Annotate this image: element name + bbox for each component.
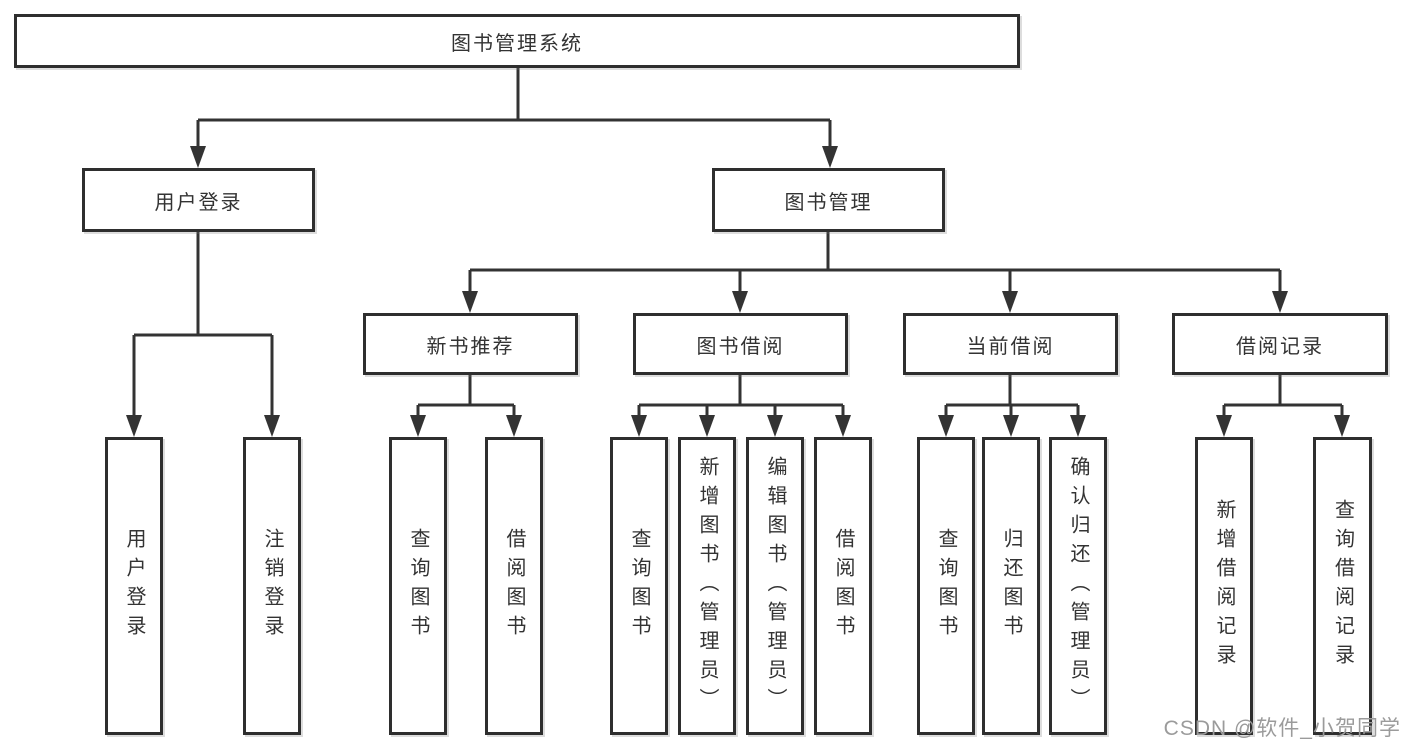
node-book-management-label: 图书管理 bbox=[784, 191, 873, 214]
node-new-book-recommend: 新书推荐 bbox=[363, 313, 578, 375]
node-current-borrowing: 当前借阅 bbox=[903, 313, 1118, 375]
leaf-add-book-admin-label: 新增图书（管理员） bbox=[696, 455, 718, 717]
leaf-return-books-label: 归还图书 bbox=[1000, 528, 1022, 644]
leaf-query-borrow-record: 查询借阅记录 bbox=[1313, 437, 1372, 735]
connector-new-book-group bbox=[416, 375, 516, 421]
leaf-borrow-books-recommend-label: 借阅图书 bbox=[503, 528, 525, 644]
leaf-add-borrow-record: 新增借阅记录 bbox=[1195, 437, 1253, 735]
node-borrowing-records: 借阅记录 bbox=[1172, 313, 1388, 375]
node-library-management-system: 图书管理系统 bbox=[14, 14, 1020, 68]
leaf-query-books-current: 查询图书 bbox=[917, 437, 975, 735]
leaf-confirm-return-admin-label: 确认归还（管理员） bbox=[1067, 455, 1089, 717]
leaf-add-borrow-record-label: 新增借阅记录 bbox=[1213, 499, 1235, 673]
node-library-management-system-label: 图书管理系统 bbox=[451, 32, 583, 55]
leaf-query-borrow-record-label: 查询借阅记录 bbox=[1331, 499, 1354, 673]
leaf-query-books-borrowing: 查询图书 bbox=[610, 437, 668, 735]
connector-book-borrowing-group bbox=[637, 375, 845, 421]
node-new-book-recommend-label: 新书推荐 bbox=[426, 335, 515, 358]
node-user-login: 用户登录 bbox=[82, 168, 315, 232]
leaf-logout-label: 注销登录 bbox=[261, 528, 283, 644]
connector-borrowing-records-group bbox=[1222, 375, 1344, 421]
leaf-confirm-return-admin: 确认归还（管理员） bbox=[1049, 437, 1107, 735]
connector-user-login-group bbox=[132, 232, 274, 421]
leaf-return-books: 归还图书 bbox=[982, 437, 1040, 735]
leaf-query-books-recommend-label: 查询图书 bbox=[407, 528, 429, 644]
connector-current-borrowing-group bbox=[944, 375, 1080, 421]
leaf-borrow-books-borrowing: 借阅图书 bbox=[814, 437, 872, 735]
node-book-borrowing: 图书借阅 bbox=[633, 313, 848, 375]
leaf-query-books-current-label: 查询图书 bbox=[935, 528, 957, 644]
connector-book-management-group bbox=[468, 232, 1282, 297]
leaf-user-login: 用户登录 bbox=[105, 437, 163, 735]
node-borrowing-records-label: 借阅记录 bbox=[1236, 335, 1324, 358]
leaf-user-login-label: 用户登录 bbox=[123, 528, 145, 644]
node-book-borrowing-label: 图书借阅 bbox=[696, 335, 785, 358]
leaf-query-books-recommend: 查询图书 bbox=[389, 437, 447, 735]
arrowheads bbox=[126, 146, 1350, 437]
leaf-borrow-books-recommend: 借阅图书 bbox=[485, 437, 543, 735]
leaf-edit-book-admin: 编辑图书（管理员） bbox=[746, 437, 804, 735]
connector-root-trunk bbox=[196, 68, 832, 152]
node-current-borrowing-label: 当前借阅 bbox=[966, 335, 1055, 358]
leaf-borrow-books-borrowing-label: 借阅图书 bbox=[832, 528, 854, 644]
node-user-login-label: 用户登录 bbox=[154, 191, 243, 214]
leaf-query-books-borrowing-label: 查询图书 bbox=[628, 528, 650, 644]
leaf-edit-book-admin-label: 编辑图书（管理员） bbox=[764, 455, 786, 717]
leaf-add-book-admin: 新增图书（管理员） bbox=[678, 437, 736, 735]
node-book-management: 图书管理 bbox=[712, 168, 945, 232]
leaf-logout: 注销登录 bbox=[243, 437, 301, 735]
csdn-watermark: CSDN @软件_小贺同学 bbox=[1163, 717, 1401, 740]
